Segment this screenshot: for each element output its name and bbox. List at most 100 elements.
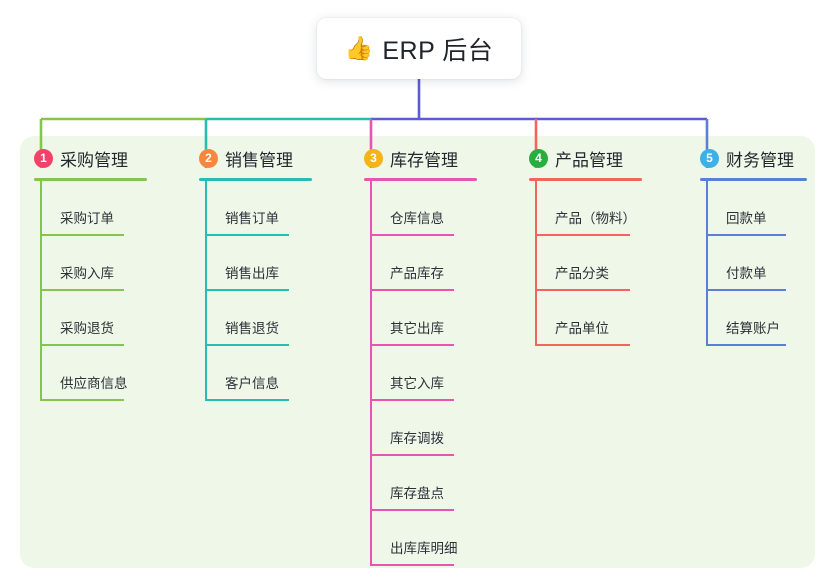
leaf-label: 销售订单 (225, 211, 279, 226)
root-title-label: ERP 后台 (382, 36, 494, 65)
category-header[interactable]: 2 销售管理 (199, 146, 349, 171)
thumbs-up-icon: 👍 (344, 35, 374, 61)
leaf-item[interactable]: 供应商信息 (34, 346, 184, 401)
category-number-badge: 1 (34, 149, 53, 168)
leaf-list: 销售订单销售出库销售退货客户信息 (199, 181, 349, 401)
leaf-spine (706, 181, 708, 346)
leaf-label: 其它出库 (390, 321, 444, 336)
category-underline (700, 178, 807, 181)
leaf-item[interactable]: 其它入库 (364, 346, 514, 401)
category-title-label: 库存管理 (390, 151, 458, 170)
leaf-underline (370, 509, 454, 511)
leaf-label: 其它入库 (390, 376, 444, 391)
leaf-label: 回款单 (726, 211, 767, 226)
category-column: 2 销售管理销售订单销售出库销售退货客户信息 (199, 146, 349, 401)
leaf-item[interactable]: 采购入库 (34, 236, 184, 291)
leaf-item[interactable]: 产品（物料） (529, 181, 679, 236)
diagram-panel (20, 136, 815, 568)
leaf-item[interactable]: 出库库明细 (364, 511, 514, 566)
leaf-label: 采购订单 (60, 211, 114, 226)
category-number-badge: 3 (364, 149, 383, 168)
leaf-item[interactable]: 库存盘点 (364, 456, 514, 511)
category-column: 1 采购管理采购订单采购入库采购退货供应商信息 (34, 146, 184, 401)
leaf-underline (370, 234, 454, 236)
leaf-label: 结算账户 (726, 321, 780, 336)
leaf-list: 采购订单采购入库采购退货供应商信息 (34, 181, 184, 401)
leaf-list: 仓库信息产品库存其它出库其它入库库存调拨库存盘点出库库明细 (364, 181, 514, 566)
leaf-item[interactable]: 采购订单 (34, 181, 184, 236)
leaf-item[interactable]: 仓库信息 (364, 181, 514, 236)
leaf-underline (706, 234, 786, 236)
leaf-underline (706, 289, 786, 291)
category-underline (34, 178, 147, 181)
leaf-item[interactable]: 付款单 (700, 236, 820, 291)
leaf-item[interactable]: 销售出库 (199, 236, 349, 291)
category-title-label: 产品管理 (555, 151, 623, 170)
leaf-item[interactable]: 产品库存 (364, 236, 514, 291)
leaf-label: 产品分类 (555, 266, 609, 281)
category-title-label: 销售管理 (225, 151, 293, 170)
leaf-underline (706, 344, 786, 346)
leaf-label: 采购退货 (60, 321, 114, 336)
leaf-item[interactable]: 回款单 (700, 181, 820, 236)
leaf-underline (40, 344, 124, 346)
leaf-item[interactable]: 销售订单 (199, 181, 349, 236)
category-number-badge: 2 (199, 149, 218, 168)
leaf-underline (205, 344, 289, 346)
leaf-label: 采购入库 (60, 266, 114, 281)
leaf-underline (370, 454, 454, 456)
leaf-item[interactable]: 客户信息 (199, 346, 349, 401)
leaf-item[interactable]: 采购退货 (34, 291, 184, 346)
category-title-label: 采购管理 (60, 151, 128, 170)
category-number-badge: 5 (700, 149, 719, 168)
category-header[interactable]: 1 采购管理 (34, 146, 184, 171)
leaf-spine (370, 181, 372, 566)
leaf-underline (205, 289, 289, 291)
leaf-underline (40, 234, 124, 236)
category-header[interactable]: 4 产品管理 (529, 146, 679, 171)
root-title-inner: 👍 ERP 后台 (345, 31, 494, 67)
category-column: 3 库存管理仓库信息产品库存其它出库其它入库库存调拨库存盘点出库库明细 (364, 146, 514, 566)
leaf-underline (370, 289, 454, 291)
leaf-list: 回款单付款单结算账户 (700, 181, 820, 346)
category-title-label: 财务管理 (726, 151, 794, 170)
leaf-spine (40, 181, 42, 401)
leaf-item[interactable]: 其它出库 (364, 291, 514, 346)
leaf-label: 产品（物料） (555, 211, 636, 226)
leaf-underline (535, 344, 630, 346)
leaf-label: 产品库存 (390, 266, 444, 281)
category-column: 4 产品管理产品（物料） 产品分类产品单位 (529, 146, 679, 346)
category-underline (199, 178, 312, 181)
leaf-label: 仓库信息 (390, 211, 444, 226)
leaf-item[interactable]: 产品分类 (529, 236, 679, 291)
leaf-item[interactable]: 销售退货 (199, 291, 349, 346)
leaf-item[interactable]: 库存调拨 (364, 401, 514, 456)
category-number-badge: 4 (529, 149, 548, 168)
leaf-item[interactable]: 结算账户 (700, 291, 820, 346)
category-underline (364, 178, 477, 181)
leaf-underline (205, 399, 289, 401)
leaf-underline (535, 234, 630, 236)
leaf-label: 销售退货 (225, 321, 279, 336)
category-header[interactable]: 5 财务管理 (700, 146, 820, 171)
leaf-label: 库存盘点 (390, 486, 444, 501)
leaf-label: 库存调拨 (390, 431, 444, 446)
category-column: 5 财务管理回款单付款单结算账户 (700, 146, 820, 346)
leaf-label: 出库库明细 (390, 541, 458, 556)
leaf-label: 客户信息 (225, 376, 279, 391)
leaf-spine (535, 181, 537, 346)
category-header[interactable]: 3 库存管理 (364, 146, 514, 171)
leaf-underline (40, 399, 124, 401)
leaf-label: 付款单 (726, 266, 767, 281)
leaf-label: 产品单位 (555, 321, 609, 336)
leaf-underline (370, 344, 454, 346)
leaf-underline (40, 289, 124, 291)
category-underline (529, 178, 642, 181)
leaf-label: 销售出库 (225, 266, 279, 281)
leaf-label: 供应商信息 (60, 376, 128, 391)
leaf-underline (205, 234, 289, 236)
root-title-card[interactable]: 👍 ERP 后台 (317, 18, 521, 79)
leaf-item[interactable]: 产品单位 (529, 291, 679, 346)
leaf-underline (370, 564, 454, 566)
